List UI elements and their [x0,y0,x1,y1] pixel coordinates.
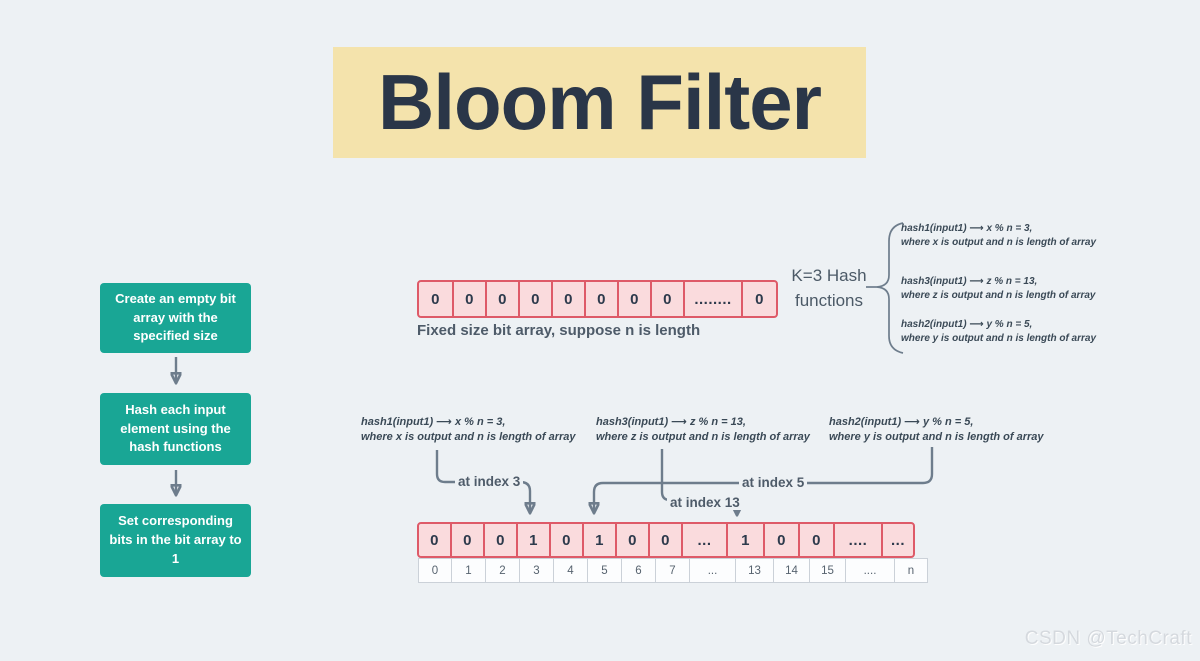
hash3-formula: hash3(input1) ⟶ z % n = 13, [596,416,746,428]
hash2-annotation: hash2(input1) ⟶ y % n = 5, where y is ou… [829,415,1044,446]
at-index-5-label: at index 5 [739,475,808,490]
hash2-where: where y is output and n is length of arr… [901,333,1097,344]
index-cell: 13 [735,559,773,582]
bit-cell: 0 [485,282,518,316]
hash3-annotation: hash3(input1) ⟶ z % n = 13, where z is o… [596,415,810,446]
index-cell: 4 [553,559,587,582]
bit-cell: 1 [582,524,615,556]
bit-cell: 0 [741,282,776,316]
hash1-where: where x is output and n is length of arr… [361,431,576,444]
bit-cell: 0 [430,531,439,549]
title-banner: Bloom Filter [333,47,866,158]
curly-brace-icon [876,222,904,354]
index-cell: 2 [485,559,519,582]
at-index-13-label: at index 13 [667,495,743,510]
hash2-where: where y is output and n is length of arr… [829,431,1044,444]
hash3-where: where z is output and n is length of arr… [901,290,1096,301]
bit-cell: 0 [452,282,485,316]
bit-array-caption: Fixed size bit array, suppose n is lengt… [417,322,701,339]
hash3-where: where z is output and n is length of arr… [596,431,810,444]
bit-cell: 0 [551,282,584,316]
watermark: CSDN @TechCraft [1024,628,1192,649]
bit-cell: 0 [650,282,683,316]
index-cell: 5 [587,559,621,582]
bit-cell: 0 [518,282,551,316]
flow-step-hash-input: Hash each input element using the hash f… [100,393,251,465]
hash1-definition: hash1(input1) ⟶ x % n = 3, where x is ou… [901,222,1096,250]
index-cell: 7 [655,559,689,582]
bit-cell: 0 [615,524,648,556]
hash1-annotation: hash1(input1) ⟶ x % n = 3, where x is ou… [361,415,576,446]
hash1-where: where x is output and n is length of arr… [901,237,1097,248]
bit-cell: 0 [483,524,516,556]
index-cell: 1 [451,559,485,582]
bit-cell: 0 [450,524,483,556]
bit-cell: ... [681,524,726,556]
index-cell: n [894,559,927,582]
bit-cell: 0 [763,524,798,556]
bit-cell: 0 [617,282,650,316]
bit-cell: ... [881,524,913,556]
bit-cell: 0 [549,524,582,556]
index-cell: 3 [519,559,553,582]
index-cell: 15 [809,559,845,582]
flow-step-create-array: Create an empty bit array with the speci… [100,283,251,353]
hash2-formula: hash2(input1) ⟶ y % n = 5, [901,319,1033,330]
index-cell: 14 [773,559,809,582]
hash2-definition: hash2(input1) ⟶ y % n = 5, where y is ou… [901,318,1096,346]
hash3-formula: hash3(input1) ⟶ z % n = 13, [901,276,1038,287]
index-cell: 6 [621,559,655,582]
bit-cell: 1 [516,524,549,556]
bit-cell: 0 [798,524,833,556]
index-cell: ... [689,559,735,582]
hash1-formula: hash1(input1) ⟶ x % n = 3, [361,416,506,428]
bit-cell: 1 [726,524,763,556]
bit-cell: 0 [584,282,617,316]
index-cell: 0 [431,564,439,577]
bit-cell: 0 [431,290,440,308]
bit-cell: ........ [683,282,741,316]
hash2-formula: hash2(input1) ⟶ y % n = 5, [829,416,974,428]
bit-cell: .... [833,524,881,556]
hash1-formula: hash1(input1) ⟶ x % n = 3, [901,223,1033,234]
flow-step-set-bits: Set corresponding bits in the bit array … [100,504,251,577]
hash-count-label: K=3 Hash functions [791,266,867,310]
page-title: Bloom Filter [377,58,822,146]
index-cell: .... [845,559,894,582]
hash3-definition: hash3(input1) ⟶ z % n = 13, where z is o… [901,275,1095,303]
bit-cell: 0 [648,524,681,556]
at-index-3-label: at index 3 [455,474,524,489]
